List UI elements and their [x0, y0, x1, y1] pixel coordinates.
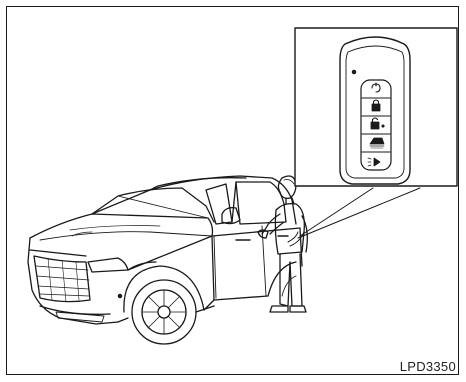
suv-drawing — [28, 176, 302, 344]
key-fob-callout — [295, 28, 457, 186]
callout-lines — [298, 188, 420, 238]
figure-code-label: LPD3350 — [400, 359, 456, 374]
signal-indicator — [288, 232, 304, 246]
indicator-light-icon — [352, 70, 355, 73]
